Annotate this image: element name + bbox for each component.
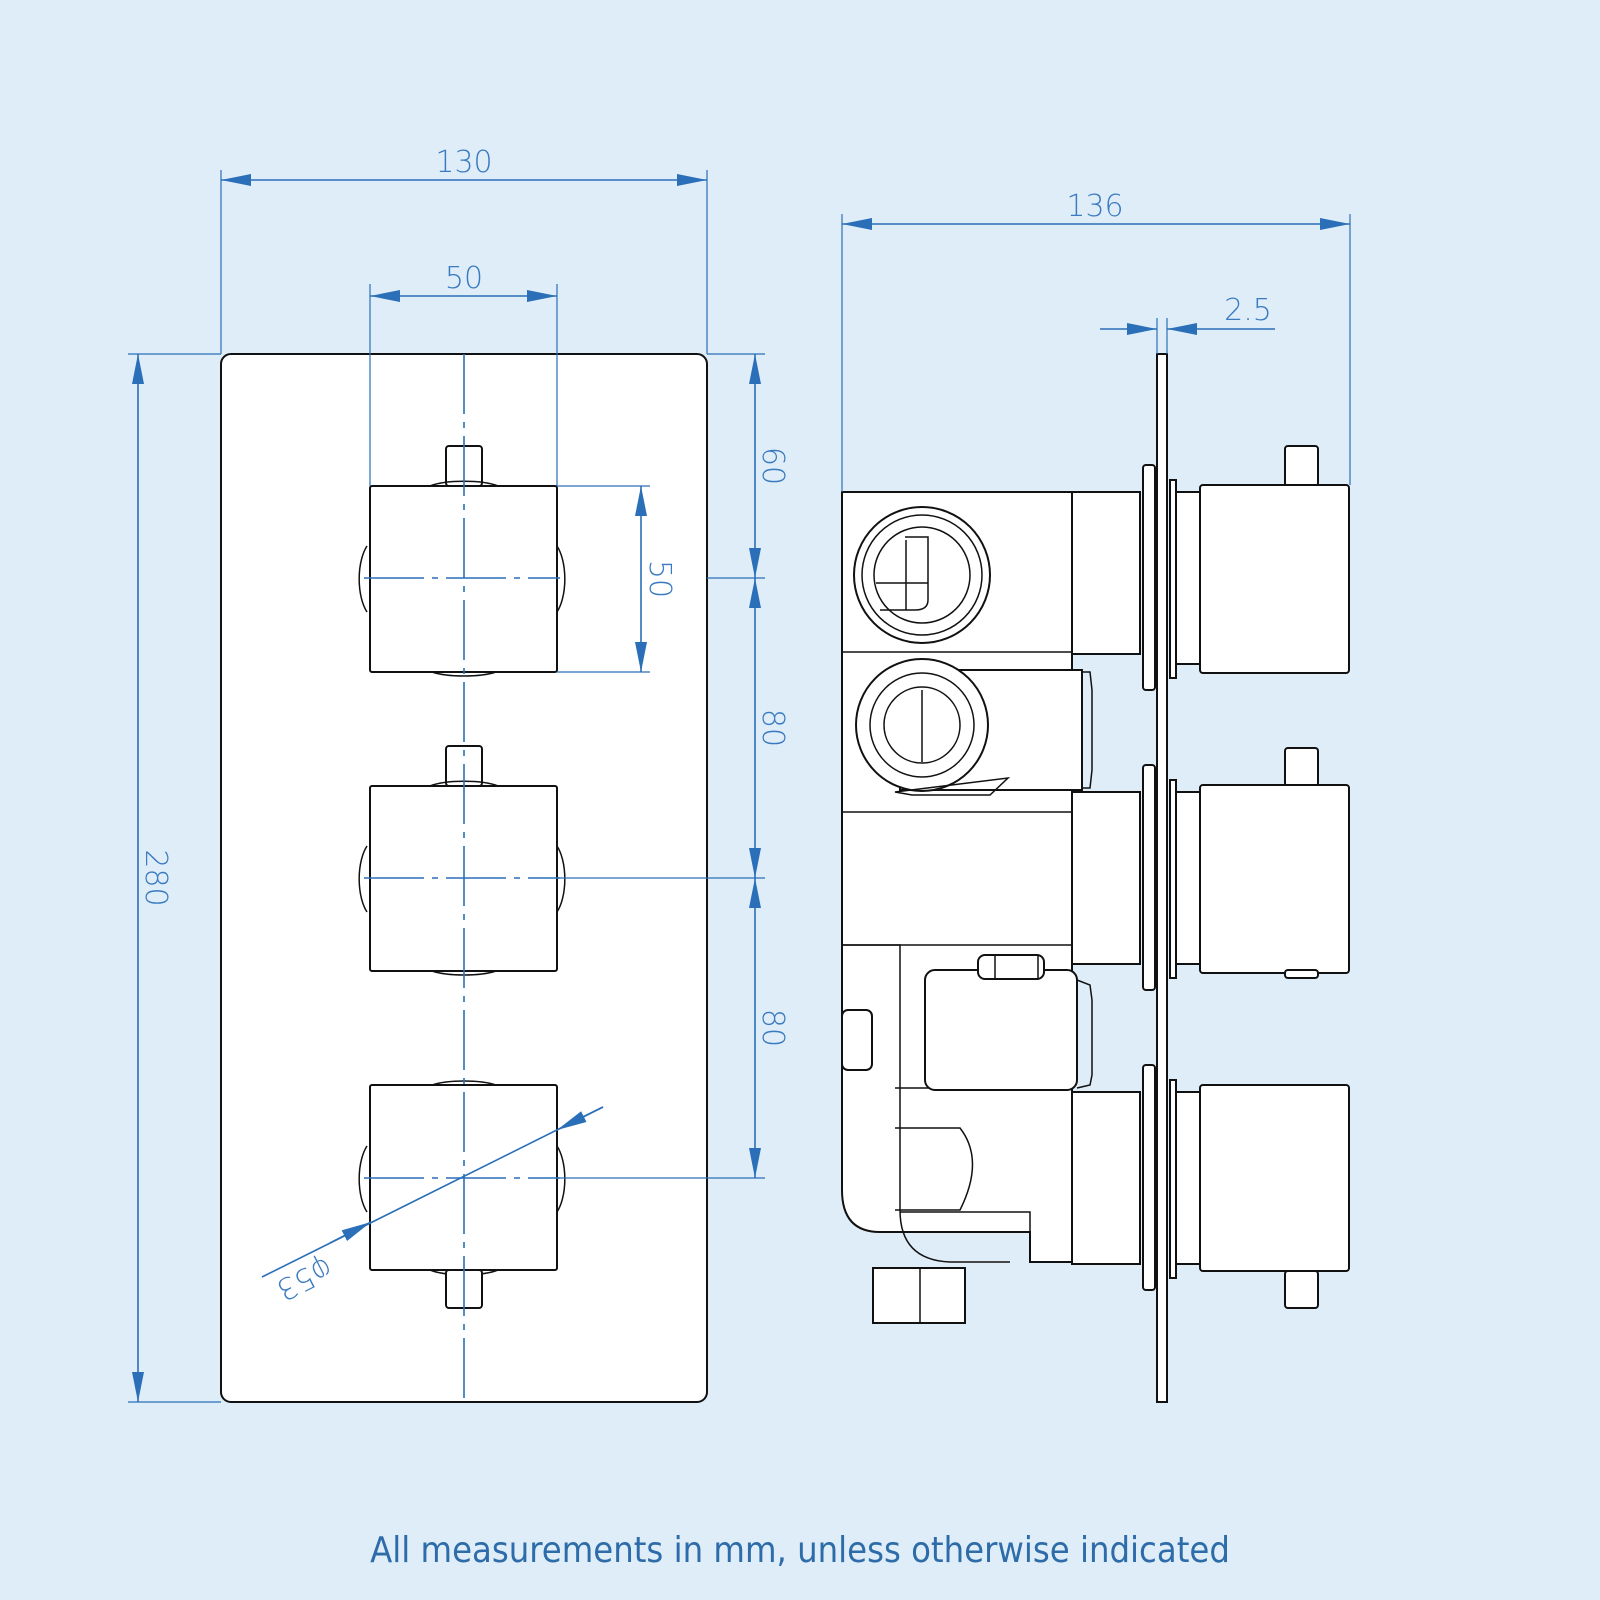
side-view: 136 2.5 — [841, 189, 1351, 1403]
diameter-leader — [261, 1106, 604, 1278]
side-knob-2 — [1169, 747, 1350, 979]
dim-2-5-label: 2.5 — [1224, 293, 1272, 328]
dim-136-label: 136 — [1066, 189, 1123, 224]
side-plate — [1156, 353, 1168, 1403]
dim-60-label: 60 — [755, 447, 790, 485]
dim-130-label: 130 — [435, 145, 492, 180]
inlet-bottom — [872, 1267, 966, 1324]
dim-50-width-label: 50 — [445, 261, 483, 296]
side-knob-3 — [1169, 1079, 1350, 1309]
dim-280-label: 280 — [138, 849, 173, 906]
outlet-top — [853, 506, 991, 644]
dim-50-height-label: 50 — [642, 560, 677, 598]
front-view: 130 50 280 60 80 80 50 φ53 — [128, 145, 790, 1403]
spindle-housing-1 — [1071, 491, 1141, 655]
measurement-note: All measurements in mm, unless otherwise… — [370, 1530, 1230, 1571]
spindle-housing-3 — [1071, 1091, 1141, 1265]
spindle-housing-2 — [1071, 791, 1141, 965]
outlet-bottom — [841, 954, 1093, 1091]
outlet-middle — [855, 658, 1093, 796]
dim-80-a-label: 80 — [755, 709, 790, 747]
side-knob-1 — [1169, 445, 1350, 679]
dim-80-b-label: 80 — [755, 1009, 790, 1047]
